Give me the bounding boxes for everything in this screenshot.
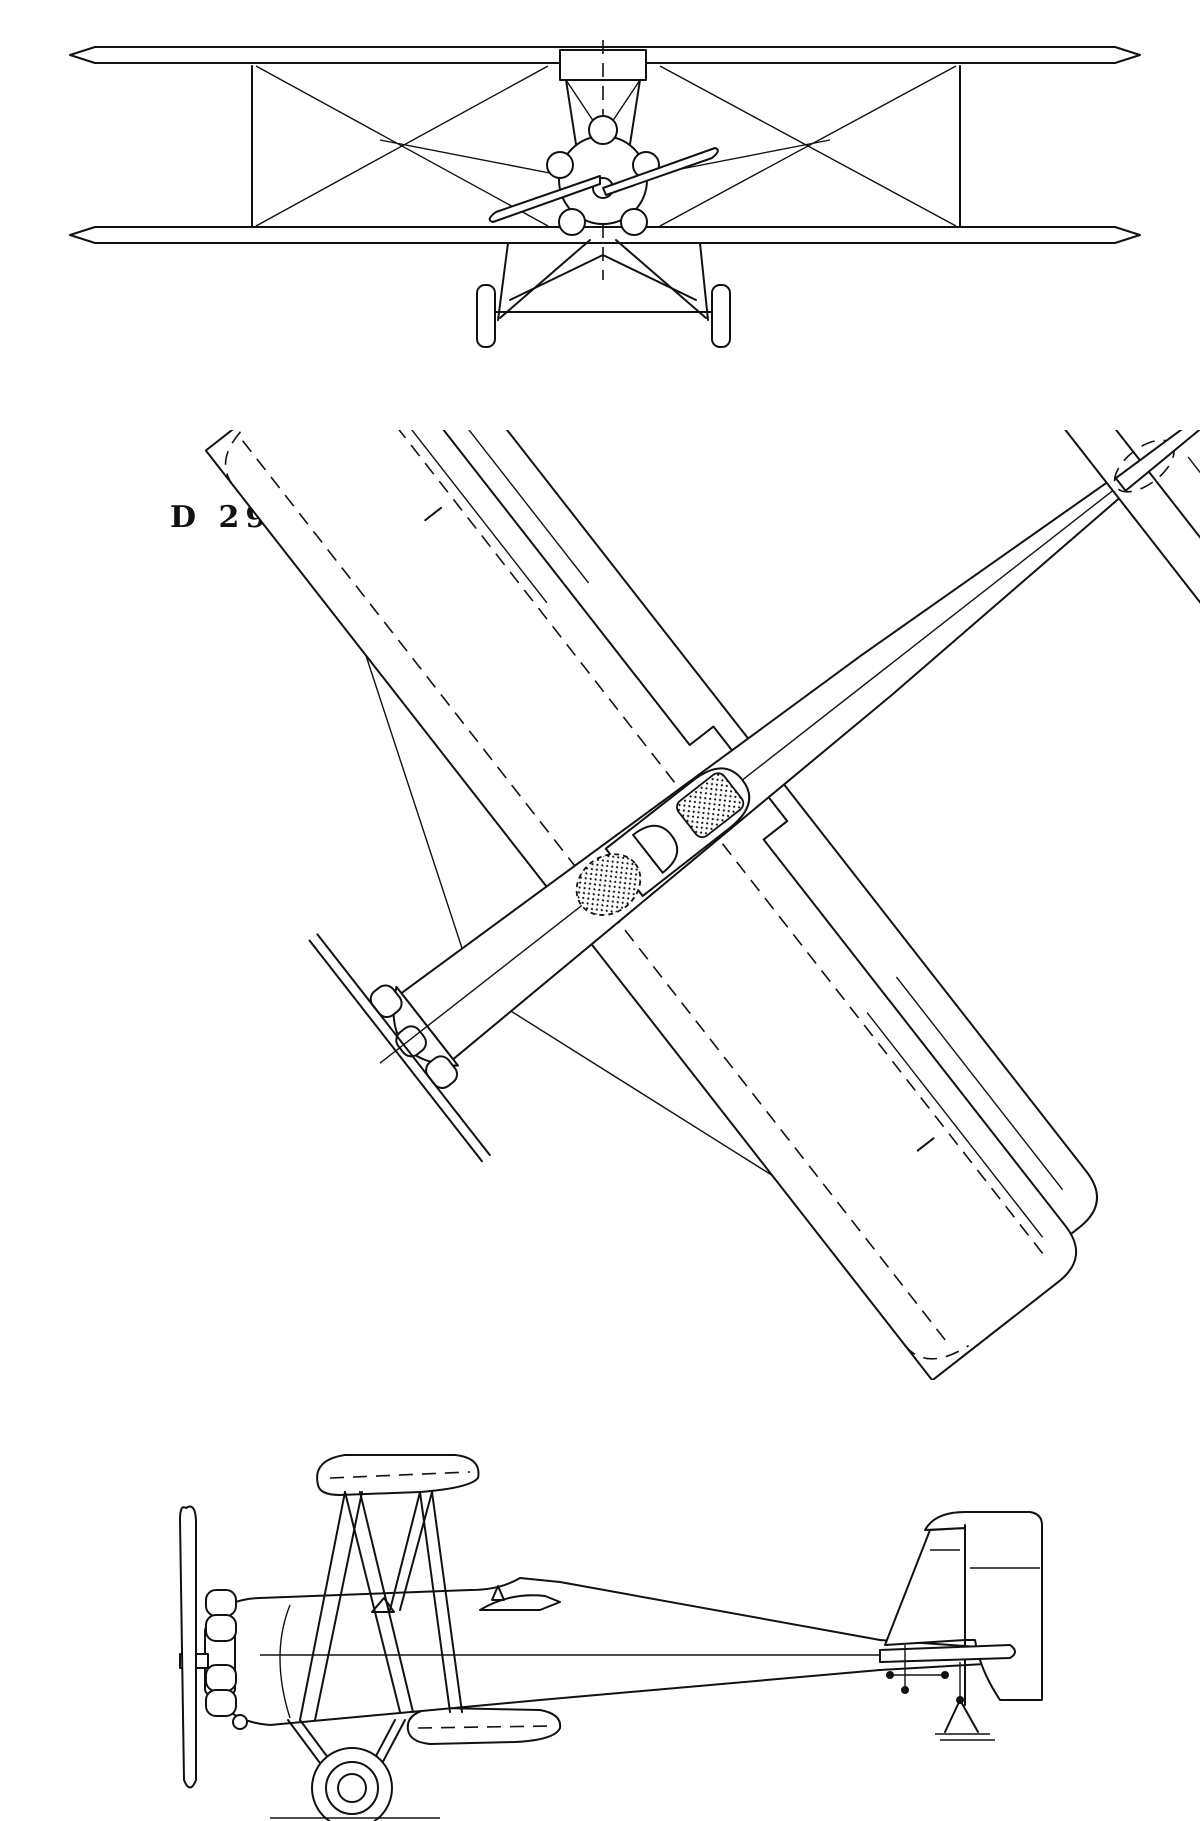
cockpit-plan (563, 756, 761, 929)
tail-fin-side (885, 1512, 1042, 1705)
landing-gear-front (480, 240, 722, 320)
propeller-plan (294, 916, 514, 1174)
tailplane-plan (977, 430, 1200, 664)
side-view (0, 1400, 1200, 1821)
struts-side (300, 1492, 462, 1720)
front-view (0, 0, 1200, 370)
cockpit-side (480, 1595, 560, 1610)
right-wheel-front (712, 285, 730, 347)
propeller-side (180, 1507, 196, 1788)
rudder-plan (1116, 430, 1200, 491)
landing-gear-side (270, 1720, 440, 1821)
upper-wing-side (317, 1455, 478, 1495)
front-spar (243, 441, 951, 1347)
tail-skid-side (935, 1700, 995, 1740)
engine-cylinders-plan (363, 979, 464, 1095)
bracing-wires (256, 66, 956, 226)
lower-wing-front (70, 227, 1140, 243)
tailplane-side (880, 1645, 1015, 1704)
ailerons-plan (336, 430, 1043, 1265)
left-wheel-front (477, 285, 495, 347)
plan-view (0, 430, 1200, 1380)
propeller-front (490, 148, 718, 222)
windscreen-side (492, 1586, 504, 1600)
radial-engine-side (180, 1590, 247, 1729)
